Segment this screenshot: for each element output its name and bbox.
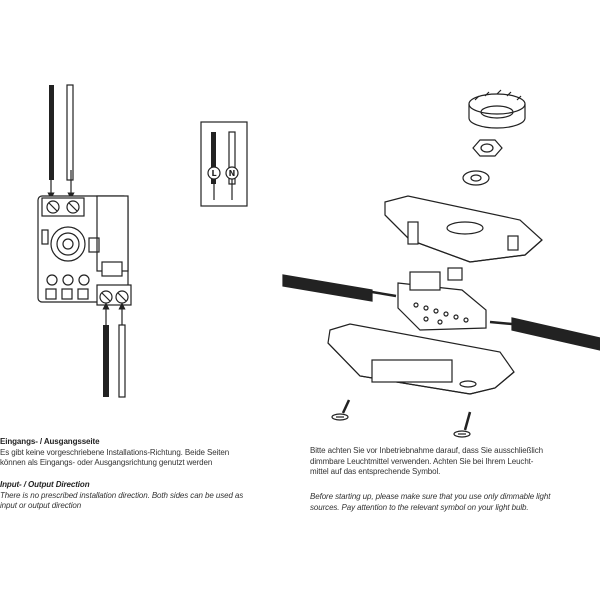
installation-direction-line1-en: There is no prescribed installation dire… xyxy=(0,490,244,500)
ln-terminal-box xyxy=(200,121,248,207)
hex-nut xyxy=(472,139,503,157)
dimmable-note-line1-en: Before starting up, please make sure tha… xyxy=(310,492,551,501)
circuit-board xyxy=(397,267,487,331)
screw-right xyxy=(453,411,472,438)
dimmer-module xyxy=(37,195,132,306)
left-cable xyxy=(282,274,397,302)
dimmable-note-line3-de: mittel auf das entsprechende Symbol. xyxy=(310,467,441,476)
bottom-housing xyxy=(327,323,515,395)
n-terminal-label: N xyxy=(229,169,236,178)
installation-direction-text-en: Input- / Output Direction There is no pr… xyxy=(0,480,280,512)
dimmable-note-line1-de: Bitte achten Sie vor Inbetriebnahme dara… xyxy=(310,446,543,455)
installation-direction-line2-de: können als Eingangs- oder Ausgangsrichtu… xyxy=(0,458,213,467)
dimmable-note-line2-en: sources. Pay attention to the relevant s… xyxy=(310,502,529,512)
dimmable-note-text-en: Before starting up, please make sure tha… xyxy=(310,492,595,513)
right-cable xyxy=(489,317,600,351)
installation-direction-line1-de: Es gibt keine vorgeschriebene Installati… xyxy=(0,447,230,457)
output-wires xyxy=(102,302,126,398)
installation-direction-text-de: Eingangs- / Ausgangsseite Es gibt keine … xyxy=(0,437,280,469)
top-housing xyxy=(384,195,543,263)
dimmable-note-line2-de: dimmbare Leuchtmittel verwenden. Achten … xyxy=(310,456,534,466)
installation-direction-heading-de: Eingangs- / Ausgangsseite xyxy=(0,437,100,446)
screw-left xyxy=(331,399,351,421)
washer xyxy=(462,170,490,186)
input-wires xyxy=(47,84,75,200)
installation-direction-line2-en: input or output direction xyxy=(0,501,82,510)
l-terminal-label: L xyxy=(211,169,216,178)
dimmer-knob xyxy=(468,89,526,129)
dimmable-note-text-de: Bitte achten Sie vor Inbetriebnahme dara… xyxy=(310,446,595,478)
exploded-assembly-diagram xyxy=(282,89,600,438)
installation-direction-heading-en: Input- / Output Direction xyxy=(0,480,90,489)
dimmer-wiring-diagram xyxy=(37,84,132,398)
